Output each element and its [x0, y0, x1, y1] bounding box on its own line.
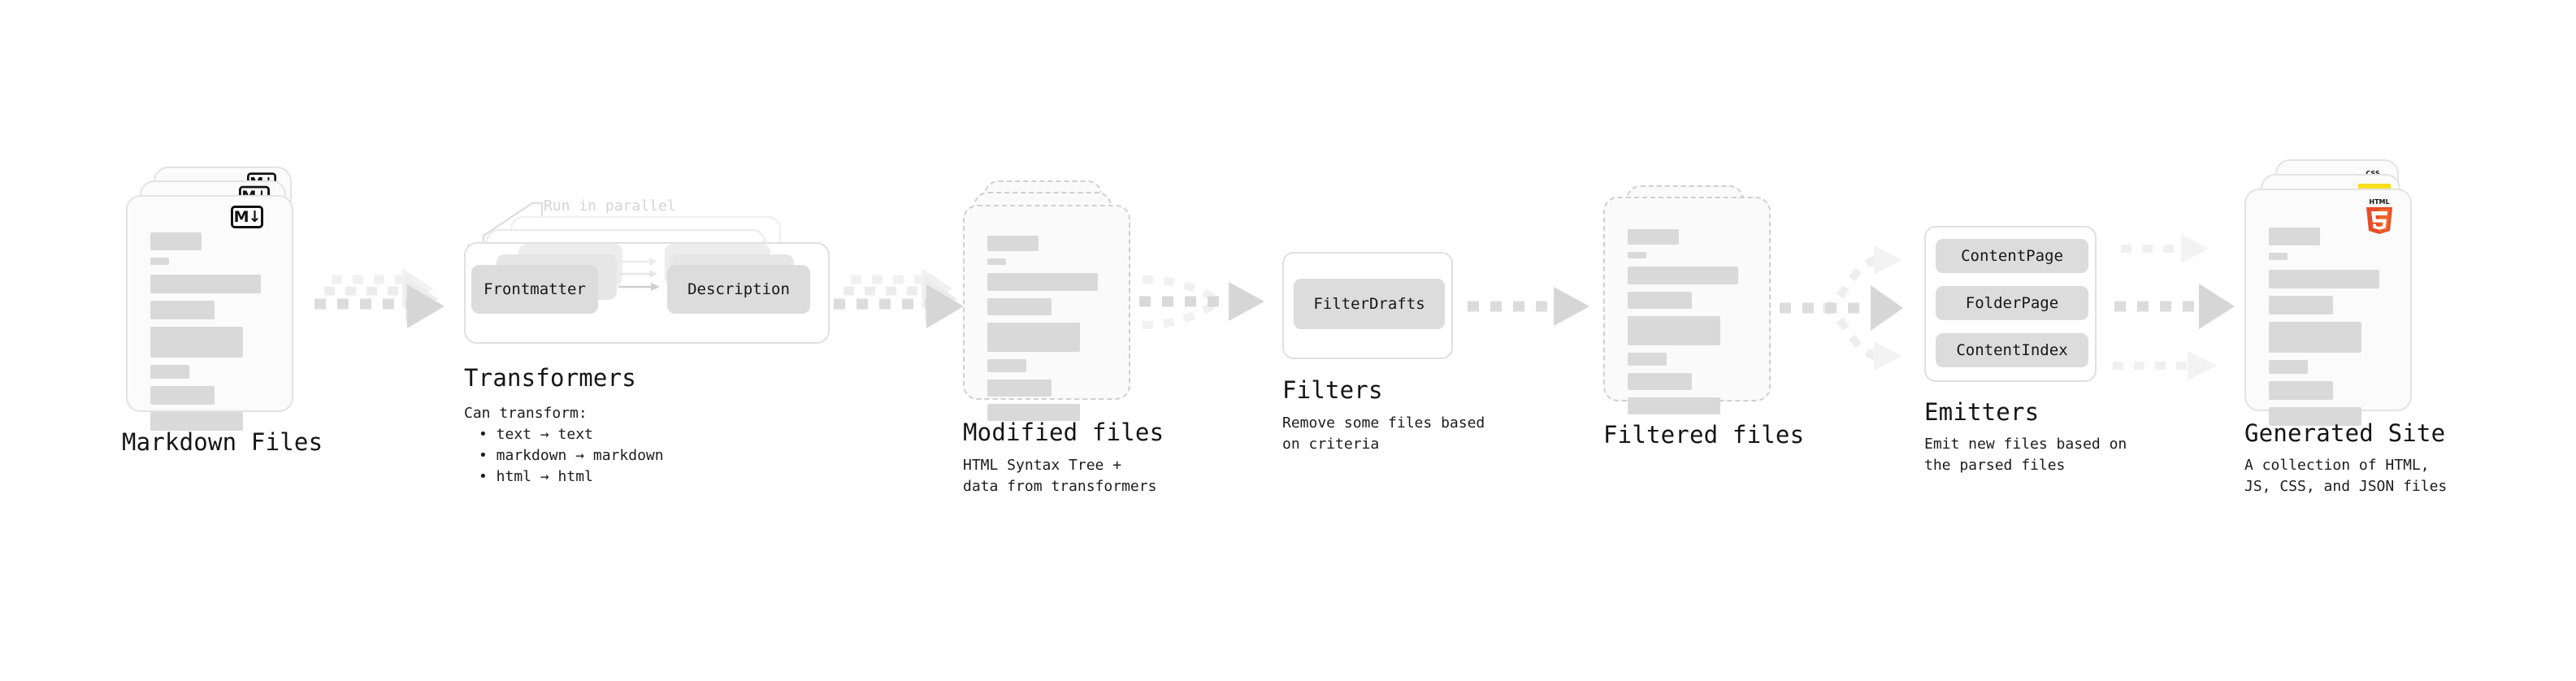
doc-line — [987, 298, 1052, 315]
doc-line — [2269, 407, 2361, 426]
doc-line — [2269, 253, 2288, 260]
doc-line — [2269, 360, 2308, 374]
filters-box: FilterDrafts — [1282, 252, 1453, 359]
generated-site-subtitle: A collection of HTML, JS, CSS, and JSON … — [2244, 457, 2448, 495]
doc-line — [1628, 353, 1667, 366]
transformers-subtitle: Can transform: — [464, 405, 588, 422]
doc-line — [987, 236, 1039, 251]
stage-title-markdown-files: Markdown Files — [122, 428, 323, 456]
transformer-inner-arrows — [618, 258, 660, 291]
stage-generated-site: CSS HTML — [2244, 159, 2447, 495]
doc-line — [1628, 397, 1720, 414]
doc-line — [2269, 270, 2379, 288]
doc-line — [1628, 229, 1679, 245]
stage-title-emitters: Emitters — [1924, 398, 2040, 426]
doc-line — [987, 273, 1098, 291]
doc-line — [987, 323, 1080, 352]
connector-modified-to-filters — [1131, 262, 1281, 343]
connector-transformers-to-modified — [830, 268, 969, 332]
filtered-file-stack — [1603, 185, 1778, 421]
html5-icon: HTML — [2361, 197, 2397, 236]
modified-file-stack — [963, 180, 1138, 421]
doc-line — [150, 327, 243, 358]
emitters-subtitle: Emit new files based on the parsed files — [1924, 436, 2127, 474]
doc-line — [150, 386, 215, 405]
doc-line — [1628, 316, 1720, 345]
doc-line — [987, 359, 1026, 372]
stage-title-transformers: Transformers — [464, 364, 636, 392]
doc-line — [987, 380, 1052, 397]
doc-line — [1628, 267, 1738, 284]
stage-title-filters: Filters — [1282, 376, 1383, 404]
doc-line — [2269, 322, 2361, 353]
transformers-bullets: • text → text • markdown → markdown • ht… — [464, 424, 664, 488]
connector-filtered-to-emitters — [1778, 236, 1924, 382]
doc-line — [987, 404, 1080, 421]
modified-card-front — [963, 205, 1130, 421]
connector-filters-to-filtered — [1463, 284, 1597, 328]
svg-text:HTML: HTML — [2369, 198, 2389, 206]
doc-line — [2269, 228, 2320, 245]
transformer-chip-frontmatter[interactable]: Frontmatter — [471, 265, 598, 314]
transformer-chip-description[interactable]: Description — [667, 265, 810, 314]
markdown-badge: M↓ — [231, 206, 263, 228]
doc-line — [1628, 373, 1692, 390]
stage-filtered-files: Filtered files — [1603, 185, 1804, 449]
stage-title-modified-files: Modified files — [963, 419, 1164, 446]
transformers-bullet-2: • html → html — [479, 468, 593, 485]
emitter-chip-contentpage[interactable]: ContentPage — [1936, 239, 2088, 273]
emitter-chip-contentindex[interactable]: ContentIndex — [1936, 333, 2088, 367]
transformers-bullet-0: • text → text — [479, 426, 593, 443]
transformer-stack: Frontmatter Description Frontmatter Desc… — [449, 195, 830, 344]
filtered-card-front — [1603, 197, 1771, 414]
doc-line — [2269, 381, 2333, 400]
doc-line — [1628, 252, 1646, 258]
generated-site-stack: CSS HTML — [2244, 159, 2427, 426]
filter-chip-filterdrafts[interactable]: FilterDrafts — [1294, 279, 1445, 329]
filters-subtitle: Remove some files based on criteria — [1282, 414, 1485, 453]
markdown-file-stack: M↓ M↓ M↓ — [126, 167, 305, 431]
stage-markdown-files: M↓ M↓ M↓ Markdown Files — [122, 167, 323, 456]
doc-line — [150, 232, 202, 250]
emitters-box: ContentPage FolderPage ContentIndex — [1924, 226, 2097, 382]
transformers-bullet-1: • markdown → markdown — [479, 447, 664, 464]
stage-modified-files: Modified files HTML Syntax Tree + data f… — [963, 180, 1164, 495]
doc-line — [2269, 296, 2333, 314]
doc-line — [150, 412, 243, 431]
doc-line — [150, 301, 215, 319]
connector-emitters-to-site — [2111, 229, 2257, 384]
modified-files-subtitle: HTML Syntax Tree + data from transformer… — [963, 457, 1157, 495]
doc-line — [150, 258, 169, 265]
run-in-parallel-label: Run in parallel — [544, 197, 676, 215]
doc-line — [987, 258, 1006, 265]
doc-line — [150, 275, 261, 293]
markdown-card-front: M↓ — [126, 195, 293, 431]
stage-title-filtered-files: Filtered files — [1603, 421, 1805, 449]
emitter-chip-folderpage[interactable]: FolderPage — [1936, 286, 2088, 320]
site-card-front: HTML — [2244, 189, 2412, 426]
stage-title-generated-site: Generated Site — [2244, 419, 2446, 447]
doc-line — [150, 365, 189, 379]
connector-md-to-transformers — [311, 268, 449, 332]
doc-line — [1628, 292, 1692, 309]
